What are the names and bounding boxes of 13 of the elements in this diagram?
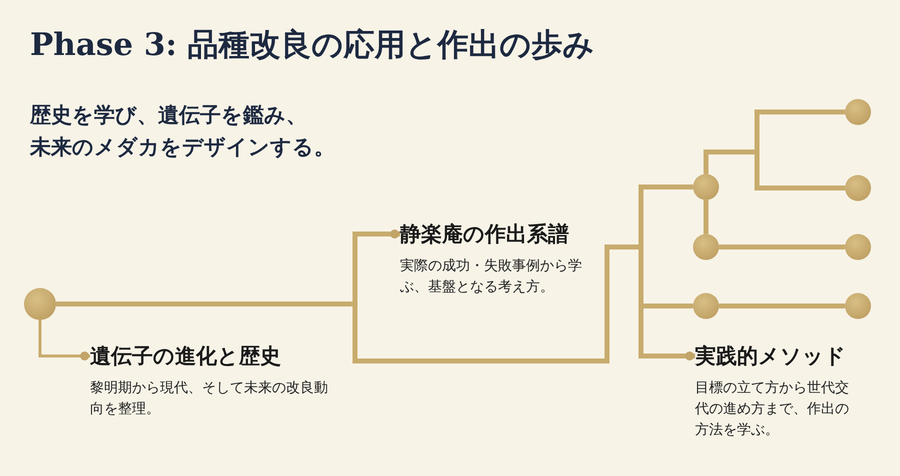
- subtitle-line: 歴史を学び、遺伝子を鑑み、: [30, 103, 307, 129]
- node-description: 黎明期から現代、そして未来の改良動向を整理。: [90, 378, 329, 418]
- branch-line: [704, 200, 708, 234]
- node-description: 目標の立て方から世代交代の進め方まで、作出の方法を学ぶ。: [695, 378, 850, 439]
- node-heading: 遺伝子の進化と歴史: [90, 342, 282, 370]
- node-description: 実際の成功・失敗事例から学ぶ、基盤となる考え方。: [400, 256, 583, 296]
- subtitle-line: 未来のメダカをデザインする。: [30, 135, 335, 161]
- branch-line: [719, 244, 845, 250]
- branch-line: [719, 304, 845, 308]
- node-heading: 実践的メソッド: [695, 342, 847, 370]
- leader-line: [38, 320, 90, 360]
- node-heading: 静楽庵の作出系譜: [400, 220, 570, 248]
- title: Phase 3: 品種改良の応用と作出の歩み: [30, 26, 595, 65]
